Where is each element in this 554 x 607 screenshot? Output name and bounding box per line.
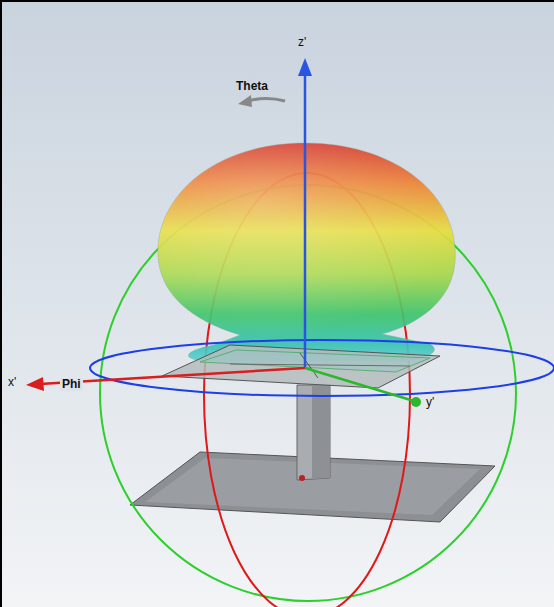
theta-arrow-head [238,95,252,107]
axis-label: z' [298,36,306,49]
patch-slot [300,353,318,378]
x-axis-head [26,377,44,391]
feed-post [297,385,330,480]
angle-label: Theta [236,80,268,93]
horizon-circle [90,340,554,396]
y-axis-dot [411,397,421,407]
y-axis [305,368,414,401]
feed-point [299,475,305,481]
z-axis [304,72,307,368]
axis-label: x' [8,376,16,389]
angle-label: Phi [60,378,83,391]
radiation-lobe [158,143,455,361]
feed-post-shade [312,385,330,479]
patch-slot [230,364,410,366]
patch-element [200,350,430,372]
frame-edge [0,0,2,607]
axis-label: y' [426,396,434,409]
frame-edge [0,0,554,2]
z-axis-head [298,58,312,76]
theta-arrow [248,99,285,102]
lobe-highlight [158,143,455,335]
patch-plate [162,345,440,388]
